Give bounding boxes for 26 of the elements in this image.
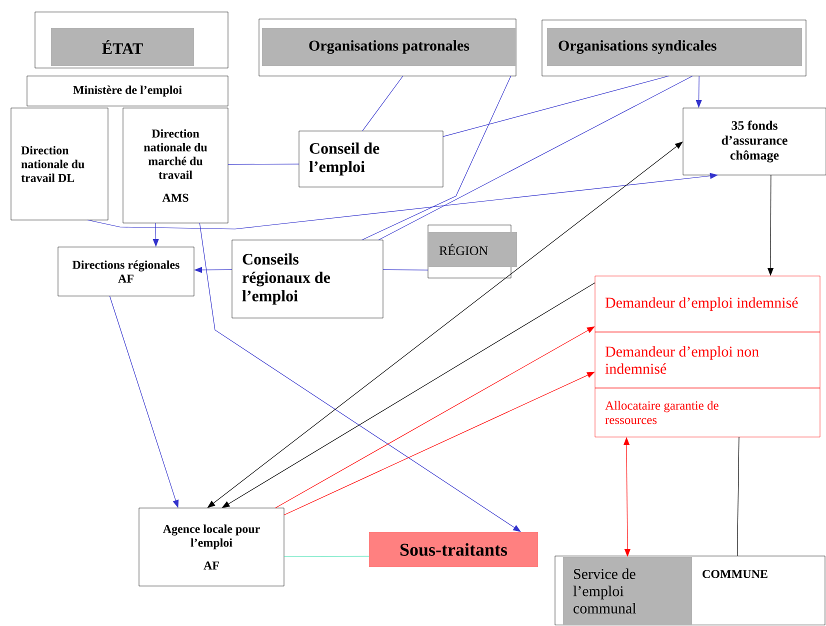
state-box: ÉTAT: [34, 12, 228, 68]
connector-line: [284, 556, 370, 557]
connector-line: [362, 76, 404, 132]
connector-line: [736, 436, 740, 556]
organisation-box: Organisations syndicales: [542, 20, 806, 76]
connector-line: [362, 76, 512, 240]
ministry-box: Ministère de l’emploi: [26, 76, 228, 106]
arrow: [284, 372, 595, 516]
service-box: Service de l’emploi communal: [563, 557, 692, 625]
connector-line: [382, 269, 428, 270]
region-box: RÉGION: [428, 224, 517, 278]
connector-line: [378, 76, 693, 240]
council-box: Conseil de l’emploi: [298, 130, 444, 188]
directorate-box: Direction nationale du travail DL: [10, 108, 108, 220]
jobseeker-cell: Allocataire garantie de ressources: [594, 388, 820, 438]
directorate-box: Direction nationale du marché du travail AMS: [122, 108, 228, 224]
fund-box: 35 fonds d’assurance chômage: [682, 108, 826, 176]
agency-box: Agence locale pour l’emploi AF: [138, 508, 284, 586]
organisation-box: Organisations patronales: [258, 18, 516, 76]
council-box: Conseils régionaux de l’emploi: [232, 240, 384, 318]
regional-box: Directions régionales AF: [58, 246, 194, 296]
jobseeker-cell: Demandeur d’emploi indemnisé: [594, 276, 820, 332]
subcontractor-box: Sous-traitants: [369, 532, 538, 567]
connector-line: [442, 76, 670, 137]
jobseeker-cell: Demandeur d’emploi non indemnisé: [594, 332, 820, 388]
connector-line: [228, 164, 300, 165]
